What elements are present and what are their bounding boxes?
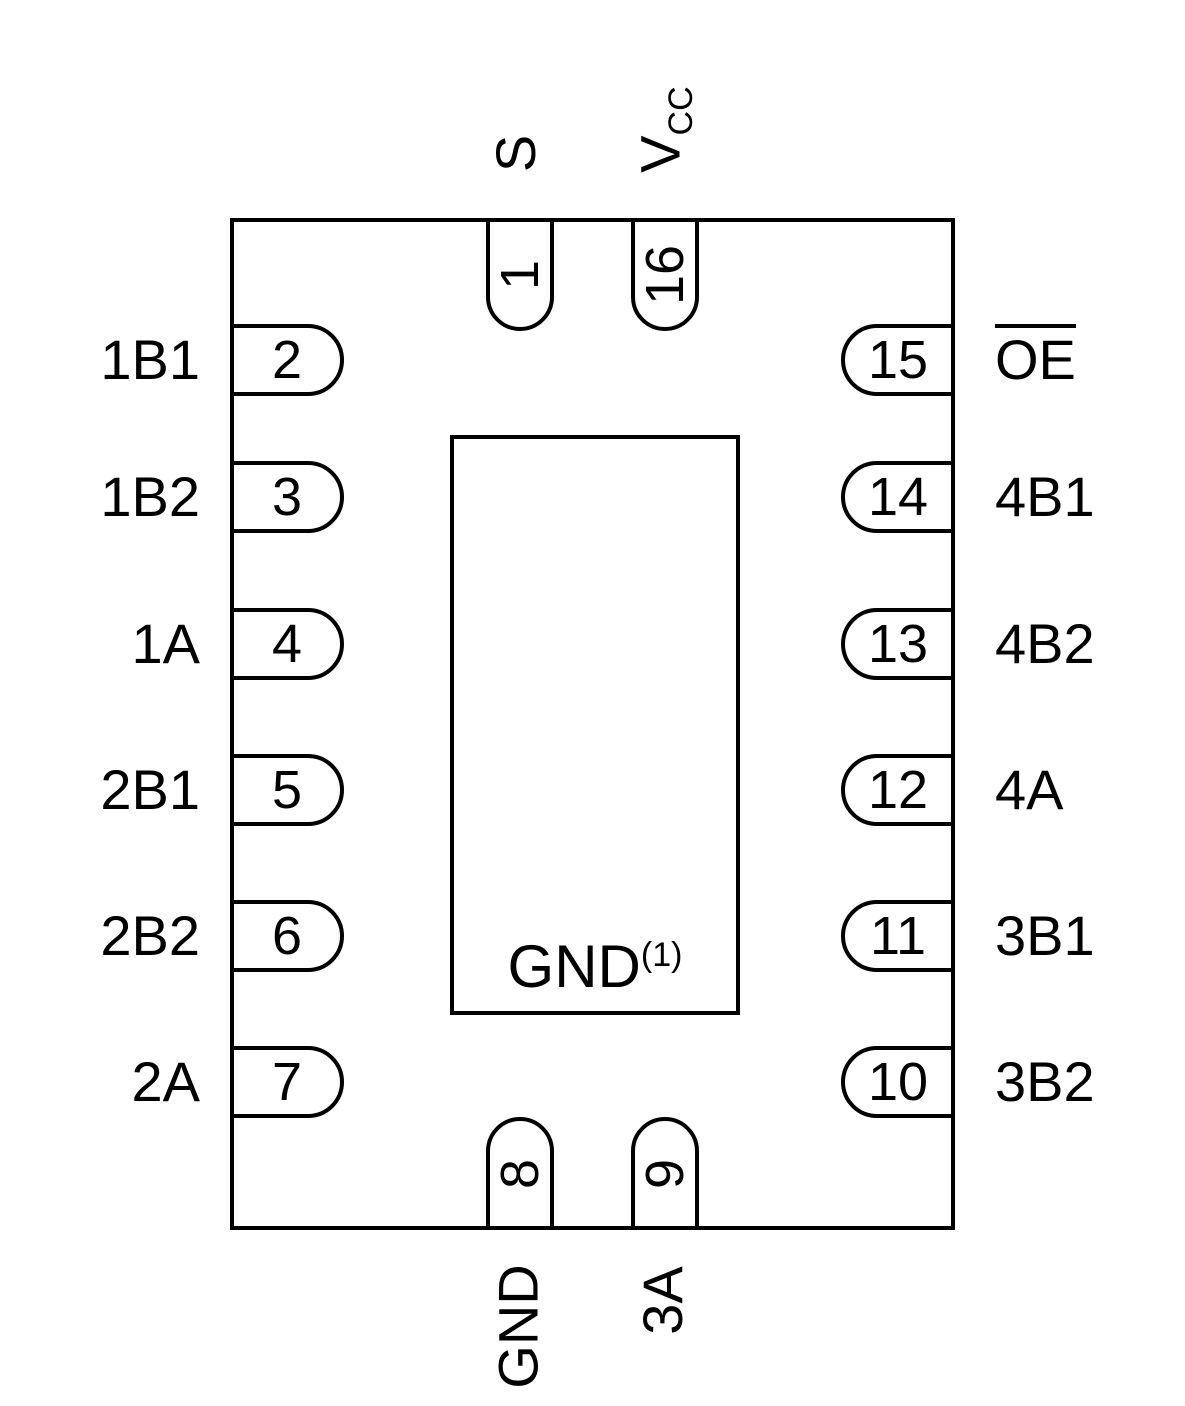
pin-number-6: 6 (271, 906, 303, 966)
pin-number-9: 9 (634, 1158, 695, 1189)
pin-number-10: 10 (867, 1052, 929, 1112)
pin-number-16: 16 (635, 244, 696, 305)
pin12-function-label: 4A (995, 758, 1064, 821)
pin-number-3: 3 (271, 467, 303, 527)
pin-pad-2: 2 (230, 324, 344, 396)
pin15-function-label: OE (995, 324, 1076, 396)
vcc-text: V (628, 135, 692, 174)
thermal-pad: GND(1) (450, 435, 740, 1015)
pin-number-2: 2 (271, 330, 303, 390)
pin-pad-4: 4 (230, 608, 344, 680)
oe-overline-text: OE (995, 324, 1076, 390)
pin-number-15: 15 (867, 330, 929, 390)
pin-pad-6: 6 (230, 900, 344, 972)
pin9-function-label: 3A (630, 1265, 694, 1335)
thermal-pad-label: GND(1) (454, 932, 736, 1001)
pin-number-7: 7 (271, 1052, 303, 1112)
pin4-function-label: 1A (131, 612, 201, 675)
pin14-function-label: 4B1 (995, 465, 1095, 528)
pin-pad-7: 7 (230, 1046, 344, 1118)
pin2-function-label: 1B1 (100, 328, 200, 391)
pin-pad-12: 12 (841, 754, 955, 826)
pin-pad-10: 10 (841, 1046, 955, 1118)
pin-number-5: 5 (271, 760, 303, 820)
pin8-function-label: GND (486, 1263, 550, 1389)
pin-pad-5: 5 (230, 754, 344, 826)
pin-pad-15: 15 (841, 324, 955, 396)
pin-pad-8: 8 (486, 1117, 554, 1230)
pin-pad-1: 1 (486, 218, 554, 331)
pin3-function-label: 1B2 (100, 465, 200, 528)
pin-pad-16: 16 (631, 218, 699, 331)
pin-pad-14: 14 (841, 461, 955, 533)
pin-number-8: 8 (489, 1158, 550, 1189)
pin16-function-label: VCC (627, 87, 700, 173)
pin-number-1: 1 (489, 259, 550, 290)
pin-pad-9: 9 (631, 1117, 699, 1230)
pin-number-4: 4 (271, 614, 303, 674)
pin8-function-label-wrap: GND (418, 1226, 618, 1406)
pin10-function-label: 3B2 (995, 1050, 1095, 1113)
vcc-subscript: CC (661, 86, 700, 136)
pin-number-11: 11 (869, 906, 927, 966)
thermal-pad-note: (1) (640, 936, 683, 974)
pin6-function-label: 2B2 (100, 904, 200, 967)
pin-number-14: 14 (867, 467, 929, 527)
pin5-function-label: 2B1 (100, 758, 200, 821)
pin-pad-11: 11 (841, 900, 955, 972)
pin7-function-label: 2A (131, 1050, 201, 1113)
pin-number-12: 12 (867, 760, 929, 820)
pin-pad-13: 13 (841, 608, 955, 680)
pin11-function-label: 3B1 (995, 904, 1095, 967)
pin-number-13: 13 (867, 614, 929, 674)
pin9-function-label-wrap: 3A (562, 1200, 762, 1400)
thermal-pad-gnd-text: GND (507, 933, 641, 1000)
pin-pad-3: 3 (230, 461, 344, 533)
pin16-function-label-wrap: VCC (564, 30, 764, 230)
pin13-function-label: 4B2 (995, 612, 1095, 675)
pin1-function-label: S (484, 134, 548, 172)
